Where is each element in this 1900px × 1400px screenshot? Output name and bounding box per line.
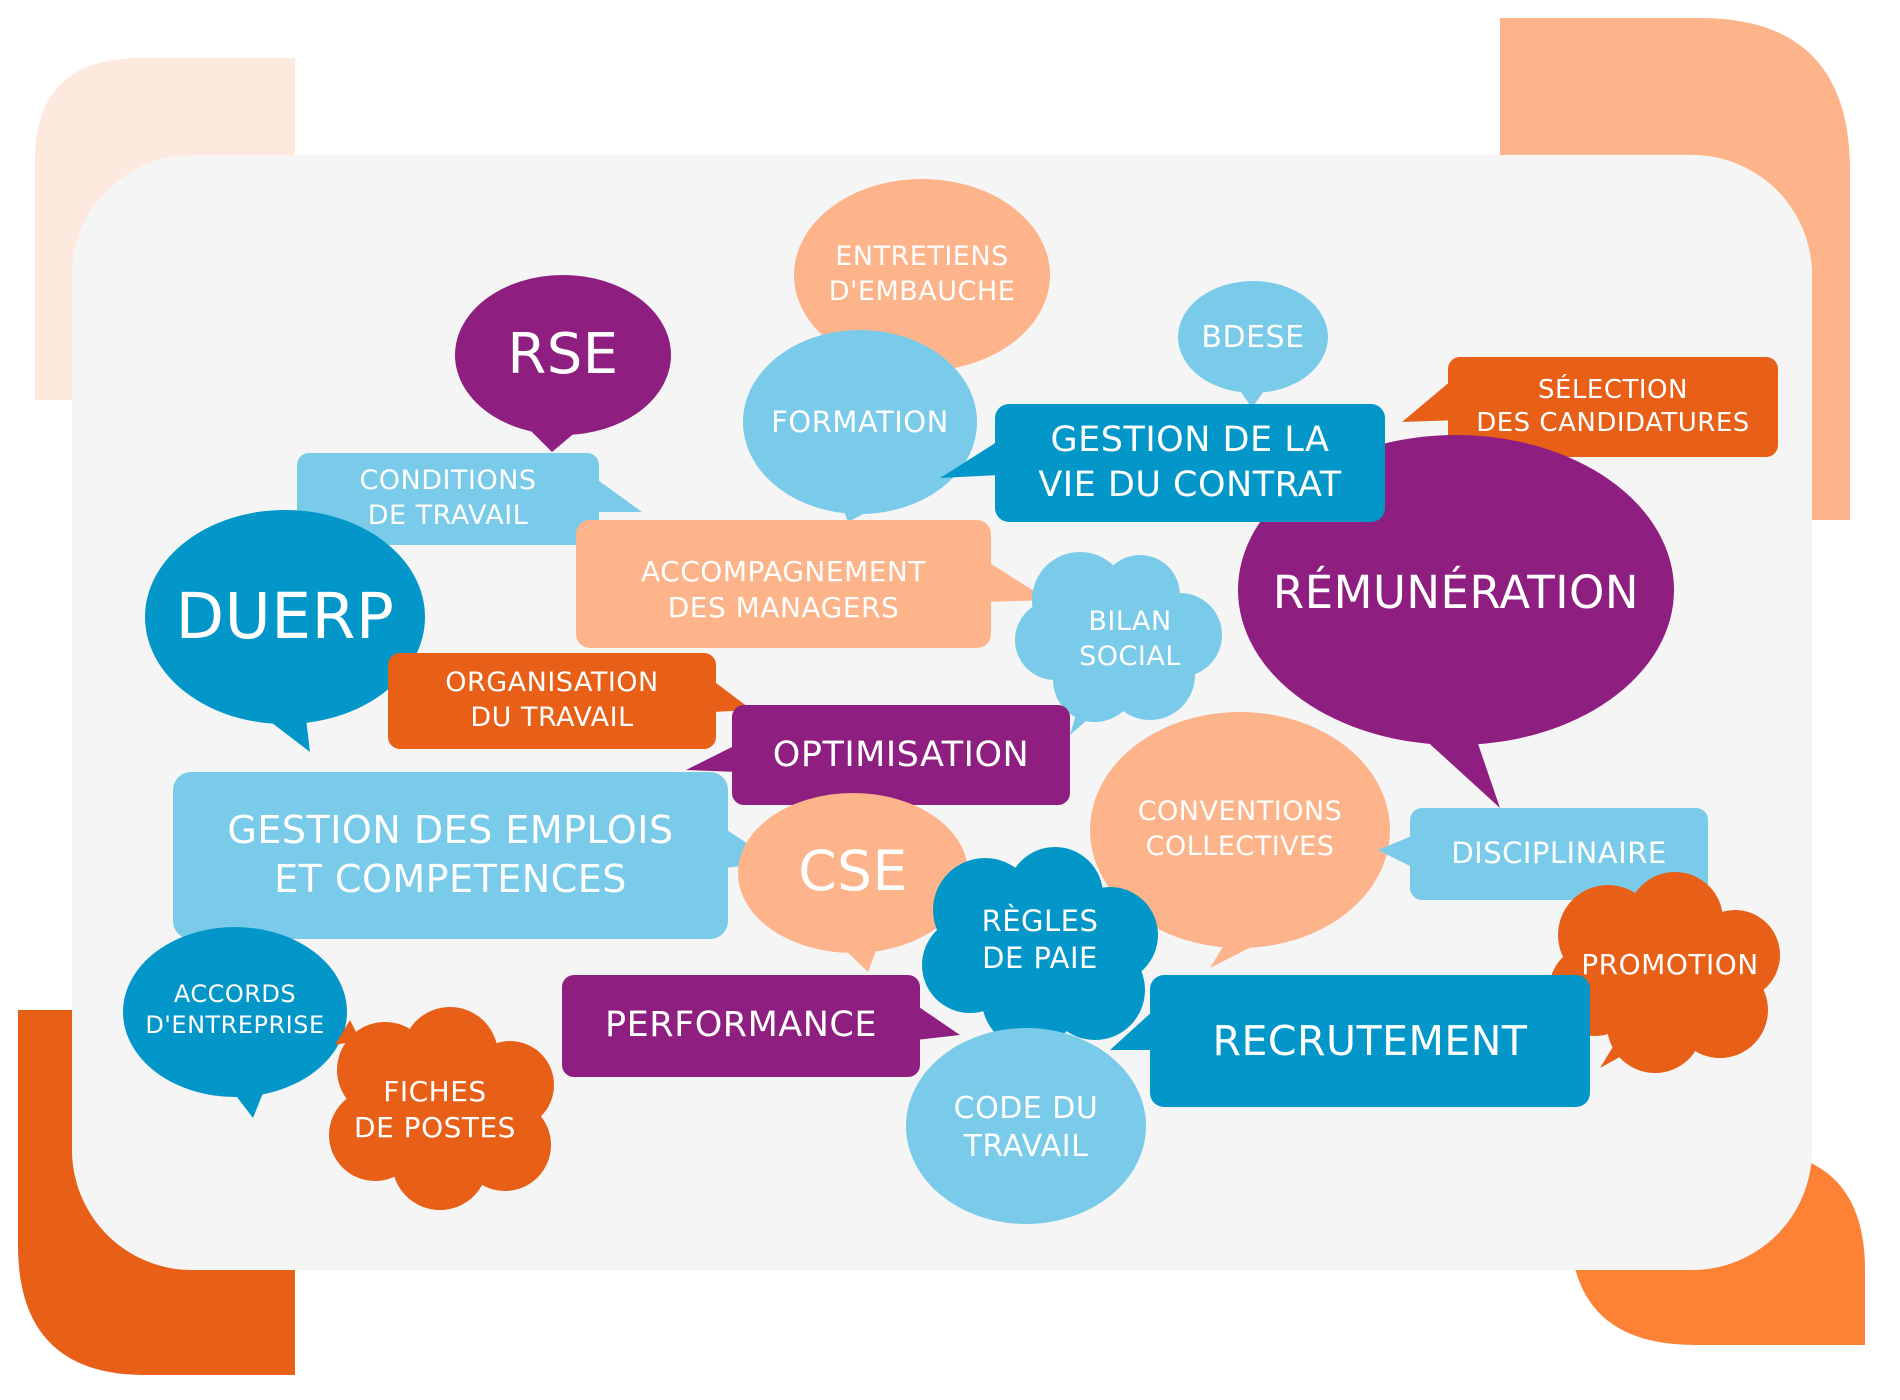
- bubble-selection[interactable]: SÉLECTION DES CANDIDATURES: [1476, 374, 1750, 438]
- bubble-fiches[interactable]: FICHES DE POSTES: [354, 1075, 516, 1144]
- bubble-bilan-shape: [1015, 552, 1222, 735]
- bubble-entretiens[interactable]: ENTRETIENS D'EMBAUCHE: [828, 241, 1016, 307]
- bubble-bilan[interactable]: BILAN SOCIAL: [1079, 606, 1181, 672]
- bubble-regles[interactable]: RÈGLES DE PAIE: [981, 903, 1099, 975]
- bubble-entretiens-shape: [794, 179, 1050, 371]
- bubble-promotion-shape: [1549, 872, 1780, 1073]
- bubble-gestion-vie[interactable]: GESTION DE LA VIE DU CONTRAT: [1038, 420, 1342, 505]
- bubble-recrutement[interactable]: RECRUTEMENT: [1212, 1016, 1528, 1065]
- bubble-formation[interactable]: FORMATION: [771, 405, 949, 440]
- bubble-disciplinaire-shape: [1378, 808, 1708, 900]
- bubble-organisation[interactable]: ORGANISATION DU TRAVAIL: [445, 667, 659, 733]
- bubble-fiches-shape: [329, 1007, 554, 1210]
- bubble-conventions[interactable]: CONVENTIONS COLLECTIVES: [1137, 796, 1343, 862]
- bubble-accompagnement-shape: [576, 520, 1048, 648]
- bubble-regles-shape: [922, 847, 1158, 1048]
- bubble-cse[interactable]: CSE: [798, 838, 908, 903]
- bubble-remuneration[interactable]: RÉMUNÉRATION: [1272, 566, 1640, 620]
- bubble-organisation-shape: [388, 653, 752, 749]
- bubble-performance-shape: [562, 975, 960, 1077]
- bubble-formation-shape: [743, 330, 977, 522]
- bubble-conventions-shape: [1090, 712, 1390, 968]
- bubble-selection-shape: [1402, 357, 1778, 457]
- bubble-recrutement-shape: [1110, 975, 1590, 1107]
- bubble-rse[interactable]: RSE: [507, 322, 619, 388]
- bubble-promotion[interactable]: PROMOTION: [1581, 948, 1759, 982]
- bubble-conditions[interactable]: CONDITIONS DE TRAVAIL: [359, 465, 537, 531]
- bubble-duerp-shape: [145, 510, 425, 752]
- bubble-rse-shape: [455, 275, 671, 452]
- bubble-code[interactable]: CODE DU TRAVAIL: [953, 1090, 1099, 1164]
- bubble-optimisation-shape: [686, 705, 1070, 805]
- bubble-conditions-shape: [297, 453, 642, 545]
- bubble-accords-shape: [123, 927, 347, 1118]
- bubble-accompagnement[interactable]: ACCOMPAGNEMENT DES MANAGERS: [641, 555, 926, 624]
- bubble-gestion-vie-shape: [940, 404, 1385, 522]
- bubble-cse-shape: [738, 793, 968, 972]
- bubble-code-shape: [906, 1028, 1146, 1224]
- bubble-disciplinaire[interactable]: DISCIPLINAIRE: [1451, 836, 1667, 871]
- bubble-bdese-shape: [1178, 281, 1328, 408]
- bubble-bdese[interactable]: BDESE: [1201, 319, 1305, 355]
- bubble-accords[interactable]: ACCORDS D'ENTREPRISE: [145, 980, 325, 1039]
- bubble-performance[interactable]: PERFORMANCE: [605, 1004, 877, 1045]
- bubble-optimisation[interactable]: OPTIMISATION: [772, 734, 1030, 775]
- bubble-gestion-emplois[interactable]: GESTION DES EMPLOIS ET COMPETENCES: [227, 808, 674, 901]
- bubble-duerp[interactable]: DUERP: [175, 579, 395, 653]
